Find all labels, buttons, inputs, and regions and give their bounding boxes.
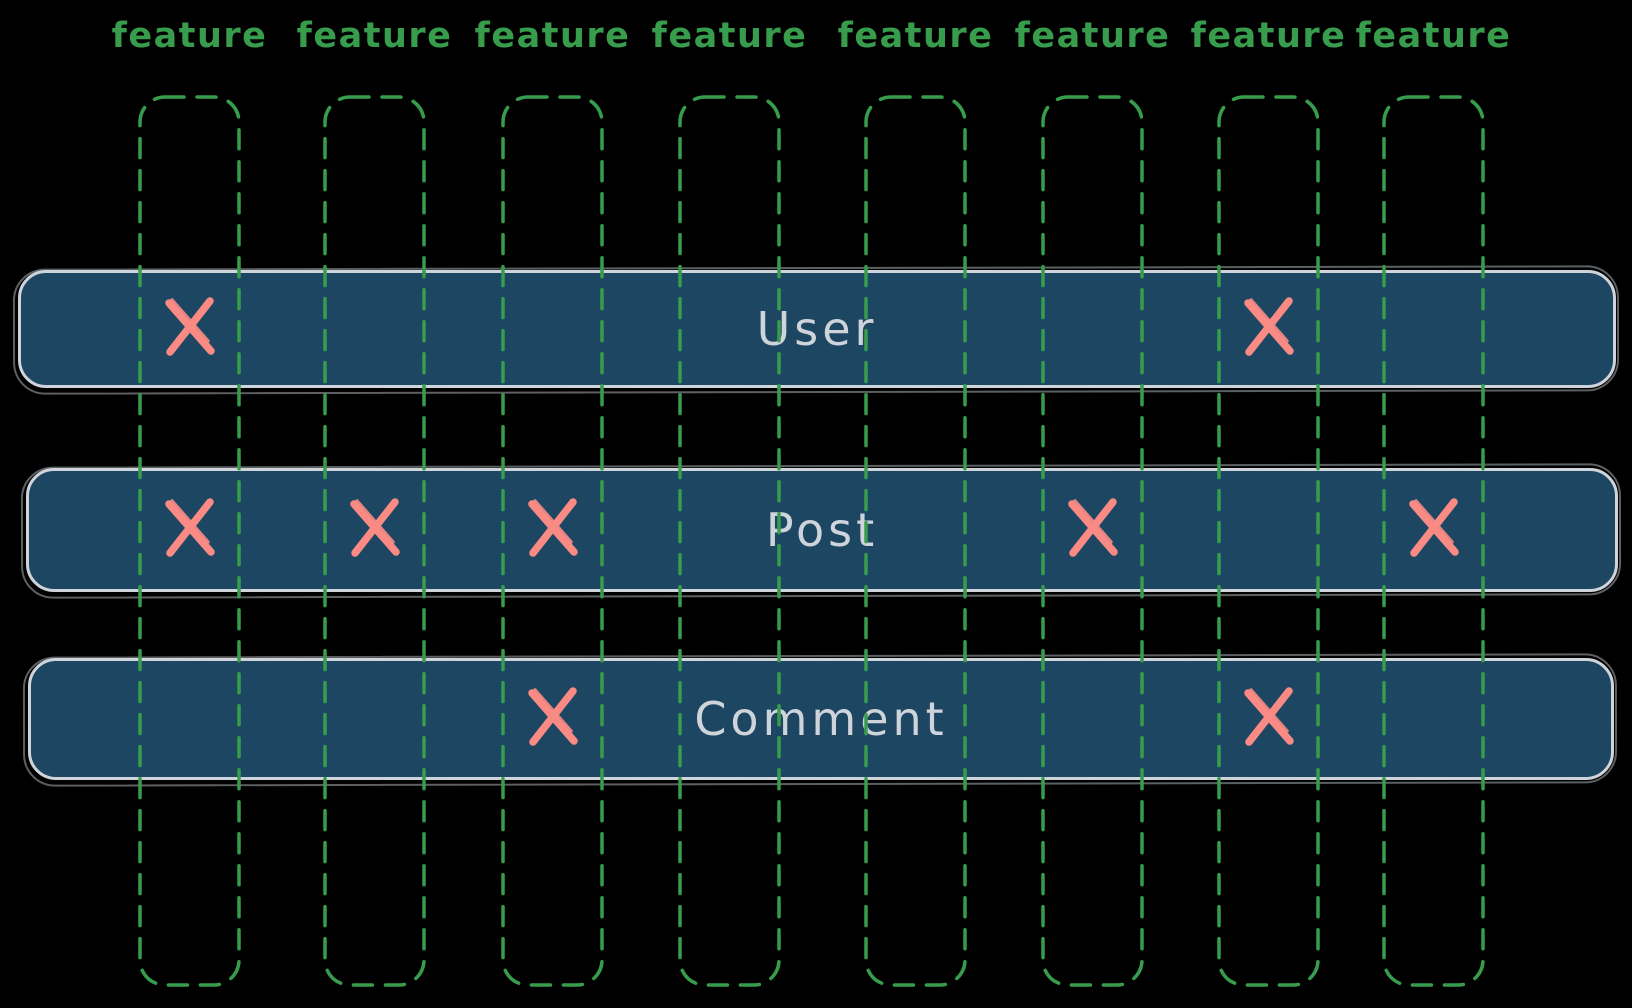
feature-column-label: feature bbox=[837, 16, 994, 56]
feature-column-label: feature bbox=[111, 16, 268, 56]
feature-column-label: feature bbox=[474, 16, 631, 56]
entity-row-label: Post bbox=[765, 503, 879, 557]
feature-column-label: feature bbox=[1014, 16, 1171, 56]
entity-row-user: User bbox=[18, 270, 1616, 388]
entity-row-comment: Comment bbox=[28, 658, 1614, 780]
feature-column-label: feature bbox=[296, 16, 453, 56]
feature-column-label: feature bbox=[1190, 16, 1347, 56]
entity-row-label: Comment bbox=[694, 692, 948, 746]
feature-column-label: feature bbox=[1355, 16, 1512, 56]
feature-column-label: feature bbox=[651, 16, 808, 56]
entity-row-label: User bbox=[756, 302, 878, 356]
entity-row-post: Post bbox=[26, 468, 1618, 592]
